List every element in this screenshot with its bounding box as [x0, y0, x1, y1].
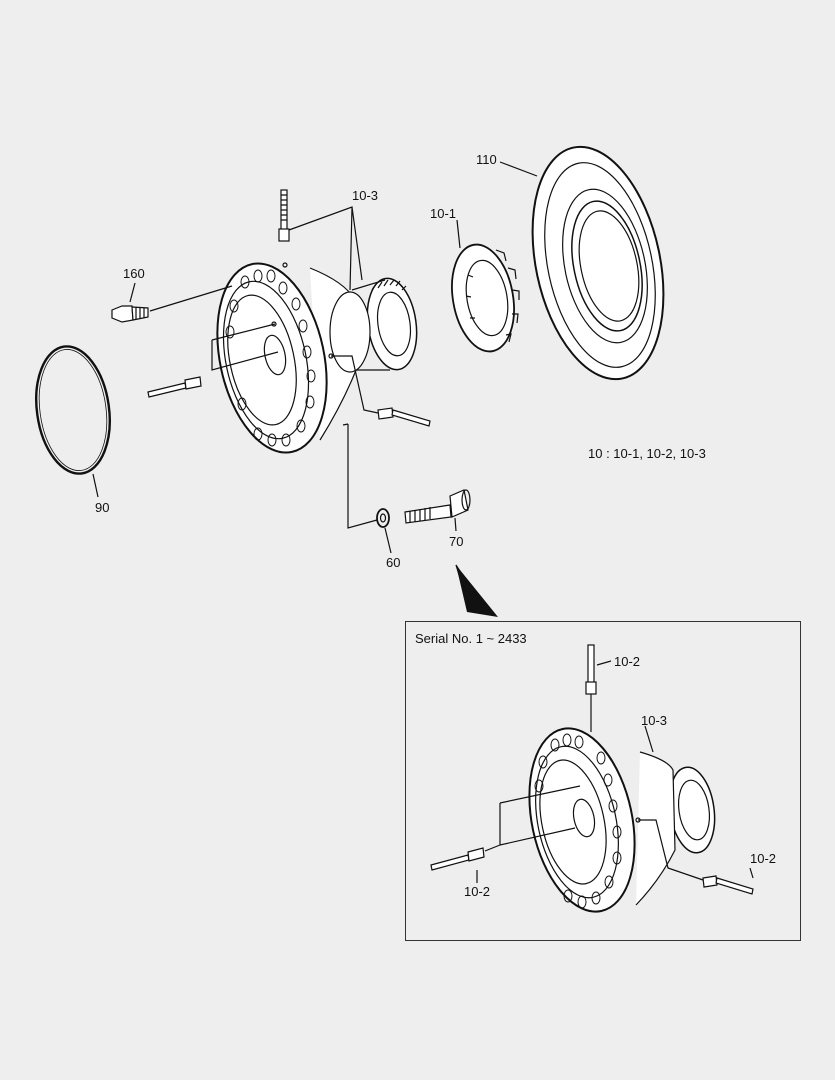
detail-inset-box: Serial No. 1 ~ 2433 [405, 621, 801, 941]
detail-leader-right-label [749, 867, 754, 879]
bolt-70 [404, 489, 471, 524]
leader-110 [499, 161, 538, 177]
detail-arrow [456, 565, 498, 617]
slotted-nut-10-1 [451, 243, 520, 353]
o-ring-90 [35, 345, 111, 475]
label-60: 60 [386, 555, 401, 570]
detail-label-10-3: 10-3 [641, 713, 668, 728]
detail-label-10-2-left: 10-2 [464, 884, 491, 899]
leader-hub-tick [342, 423, 349, 426]
leader-10-3 [288, 206, 363, 291]
detail-stud-right [702, 875, 754, 895]
leader-160-hub [149, 285, 233, 312]
flange-bolt-holes [225, 269, 316, 447]
detail-title: Serial No. 1 ~ 2433 [415, 631, 527, 646]
component-legend: 10 : 10-1, 10-2, 10-3 [588, 446, 706, 461]
detail-leader-right [638, 819, 704, 881]
label-160: 160 [123, 266, 145, 281]
label-10-1: 10-1 [430, 206, 457, 221]
stud-right-main [377, 407, 431, 427]
detail-leader-top [596, 660, 612, 666]
plug-160 [111, 305, 149, 323]
detail-arrow-head [455, 564, 489, 615]
washer-60 [376, 508, 390, 528]
detail-leader-10-3 [644, 725, 654, 753]
detail-label-10-2-right: 10-2 [750, 851, 777, 866]
detail-wheel-hub [528, 727, 716, 913]
stud-top-main [278, 189, 290, 242]
label-70: 70 [449, 534, 464, 549]
detail-stud-left [430, 847, 485, 871]
seal-ring-110 [531, 145, 665, 381]
leader-70 [454, 517, 457, 532]
leader-90 [92, 473, 99, 498]
leader-bracket-left [211, 323, 279, 371]
label-90: 90 [95, 500, 110, 515]
stud-left-main [147, 376, 202, 398]
detail-leader-left [484, 785, 581, 852]
leader-right-stud [331, 355, 379, 414]
wheel-hub-10 [216, 262, 418, 454]
label-110: 110 [476, 152, 497, 167]
leader-hub-washer [347, 424, 378, 529]
leader-160 [129, 282, 136, 303]
leader-10-1 [456, 219, 461, 249]
detail-label-10-2-top: 10-2 [614, 654, 641, 669]
leader-60 [384, 527, 392, 554]
label-10-3: 10-3 [352, 188, 379, 203]
